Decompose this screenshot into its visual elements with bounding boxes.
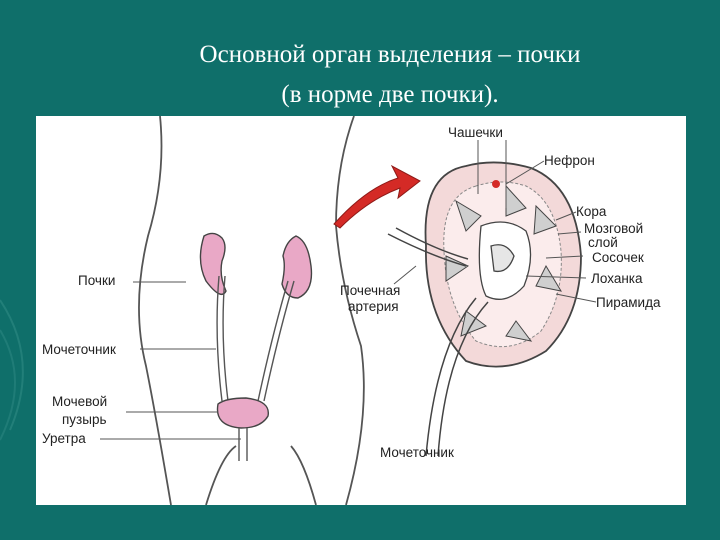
label-ureter-bottom: Мочеточник bbox=[380, 445, 454, 460]
label-papilla: Сосочек bbox=[592, 250, 644, 265]
renal-artery-and-ureter bbox=[387, 227, 489, 457]
red-arrow-icon bbox=[333, 164, 421, 229]
label-renal-artery-line-1: Почечная bbox=[340, 283, 401, 298]
label-calyces: Чашечки bbox=[448, 125, 503, 140]
label-bladder-line-2: пузырь bbox=[62, 412, 107, 427]
slide-title-line-1: Основной орган выделения – почки bbox=[199, 41, 581, 68]
right-kidney bbox=[281, 235, 313, 299]
urinary-system-figure: Почки Мочеточник Мочевой пузырь Уретра П… bbox=[36, 116, 686, 505]
leader-lines-left bbox=[100, 281, 241, 440]
label-pelvis: Лоханка bbox=[591, 271, 643, 286]
renal-pelvis bbox=[478, 221, 532, 300]
leader-lines-right bbox=[393, 140, 597, 303]
kidney-cross-section bbox=[387, 161, 582, 457]
slide-title-line-2: (в норме две почки). bbox=[281, 81, 499, 108]
label-ureter-left: Мочеточник bbox=[42, 342, 116, 357]
left-kidney bbox=[199, 232, 227, 295]
label-medulla-line-2: слой bbox=[588, 235, 618, 250]
label-pyramid: Пирамида bbox=[596, 295, 661, 310]
label-bladder-line-1: Мочевой bbox=[52, 394, 108, 409]
label-medulla-line-1: Мозговой bbox=[584, 221, 644, 236]
label-urethra: Уретра bbox=[42, 431, 86, 446]
label-kidneys: Почки bbox=[78, 273, 116, 288]
label-renal-artery-line-2: артерия bbox=[348, 299, 399, 314]
bladder bbox=[216, 397, 270, 461]
nephron-dot bbox=[492, 180, 500, 188]
urinary-system-drawing bbox=[100, 116, 597, 505]
ureters bbox=[216, 275, 295, 402]
body-outline bbox=[138, 116, 365, 505]
label-cortex: Кора bbox=[576, 204, 607, 219]
label-nephron: Нефрон bbox=[544, 153, 595, 168]
